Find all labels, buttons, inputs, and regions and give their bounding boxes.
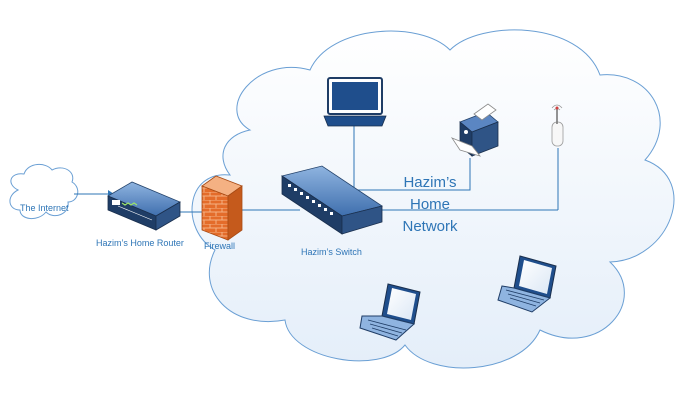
firewall-label: Firewall (204, 241, 236, 251)
firewall-device (201, 175, 243, 241)
network-title-line1: Hazim’s (403, 174, 457, 191)
router-device (107, 181, 181, 231)
laptop-top (323, 77, 387, 127)
access-point-icon (551, 104, 564, 147)
network-title: Hazim’s Home Network (392, 172, 468, 238)
laptop-bottom-left (359, 283, 421, 341)
switch-device (281, 165, 383, 235)
switch-label: Hazim’s Switch (301, 247, 362, 257)
printer-to-switch-line (342, 158, 471, 191)
network-title-line3: Network (402, 218, 458, 235)
home-network-cloud (191, 29, 675, 369)
network-title-line2: Home (409, 196, 450, 213)
connection-lines (74, 126, 559, 213)
router-label: Hazim’s Home Router (96, 238, 184, 248)
internet-label: The Internet (20, 203, 69, 213)
laptop-bottom-right (497, 255, 557, 313)
printer-device (450, 103, 499, 157)
